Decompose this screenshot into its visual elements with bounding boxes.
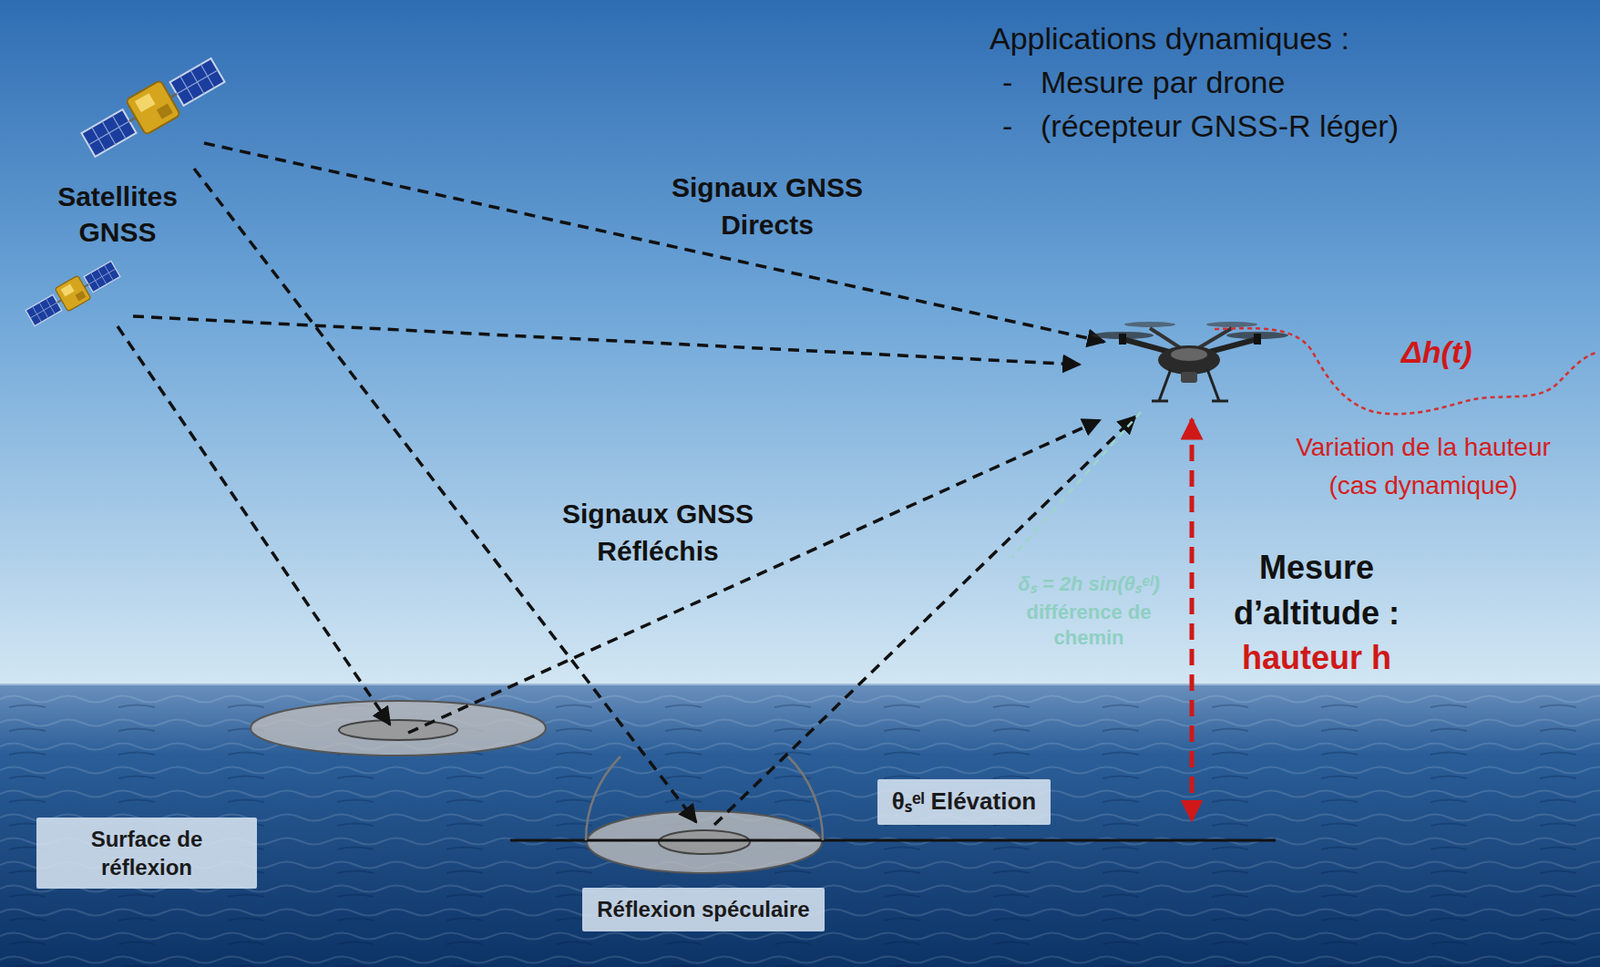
drone-icon xyxy=(1091,321,1289,401)
specular-box: Réflexion spéculaire xyxy=(582,887,824,931)
sea-waves xyxy=(0,683,1600,967)
satellite-icon xyxy=(78,52,228,163)
direct-signal xyxy=(133,316,1080,365)
shape-path xyxy=(1151,369,1229,401)
shape-ellipse xyxy=(1158,345,1221,375)
satellite-label: Satellites GNSS xyxy=(30,178,205,250)
shape-ellipse xyxy=(1206,321,1258,328)
delta-h-label: Δh(t) xyxy=(1401,333,1473,371)
variation-label: Variation de la hauteur (cas dynamique) xyxy=(1268,428,1579,505)
elevation-box: θₛᵉˡ Elévation xyxy=(877,779,1051,825)
shape-rect xyxy=(1118,333,1127,345)
signal-label: Signaux GNSS Réfléchis xyxy=(534,495,781,570)
note-item: (récepteur GNSS-R léger) xyxy=(1040,107,1399,145)
height-variation-curve xyxy=(1214,328,1599,414)
altitude-label: Mesure d’altitude : xyxy=(1207,544,1426,637)
box-text: θₛᵉˡ Elévation xyxy=(892,786,1036,818)
formula-label: δₛ = 2h sin(θₛᵉˡ) xyxy=(984,572,1194,596)
shape-use xyxy=(78,52,228,163)
height-label: hauteur h xyxy=(1207,637,1426,677)
bullet-dash: - xyxy=(1002,107,1013,145)
surface-box: Surface de réflexion xyxy=(36,817,257,889)
reflection-ellipse xyxy=(586,810,822,873)
incident-signal xyxy=(117,326,390,725)
path-difference-label: différence de chemin xyxy=(1015,599,1162,650)
shape-use xyxy=(23,256,123,329)
satellite-icon xyxy=(23,256,123,329)
sky xyxy=(0,0,1600,686)
box-text: Surface de réflexion xyxy=(51,824,243,882)
horizon xyxy=(0,683,1600,686)
shape-ellipse xyxy=(1170,348,1208,361)
shape-rect xyxy=(1180,371,1198,383)
path-difference-line xyxy=(1011,411,1141,558)
reflection-ellipse xyxy=(250,700,546,756)
elevation-arc xyxy=(788,756,823,841)
elevation-arc xyxy=(585,756,621,841)
box-text: Réflexion spéculaire xyxy=(596,894,810,924)
note-item: Mesure par drone xyxy=(1040,63,1285,102)
shape-ellipse xyxy=(1124,321,1176,328)
reflection-core xyxy=(338,719,458,740)
sea xyxy=(0,683,1600,967)
reflection-core xyxy=(658,830,750,854)
note-heading: Applications dynamiques : xyxy=(989,20,1350,58)
signal-label: Signaux GNSS Directs xyxy=(644,169,891,244)
reflected-signal xyxy=(408,420,1100,733)
shape-rect xyxy=(1253,333,1262,345)
incident-signal xyxy=(194,168,697,822)
bullet-dash: - xyxy=(1002,63,1013,102)
surface-line xyxy=(510,839,1276,842)
altitude-arrow xyxy=(1189,419,1195,821)
direct-signal xyxy=(204,143,1105,342)
